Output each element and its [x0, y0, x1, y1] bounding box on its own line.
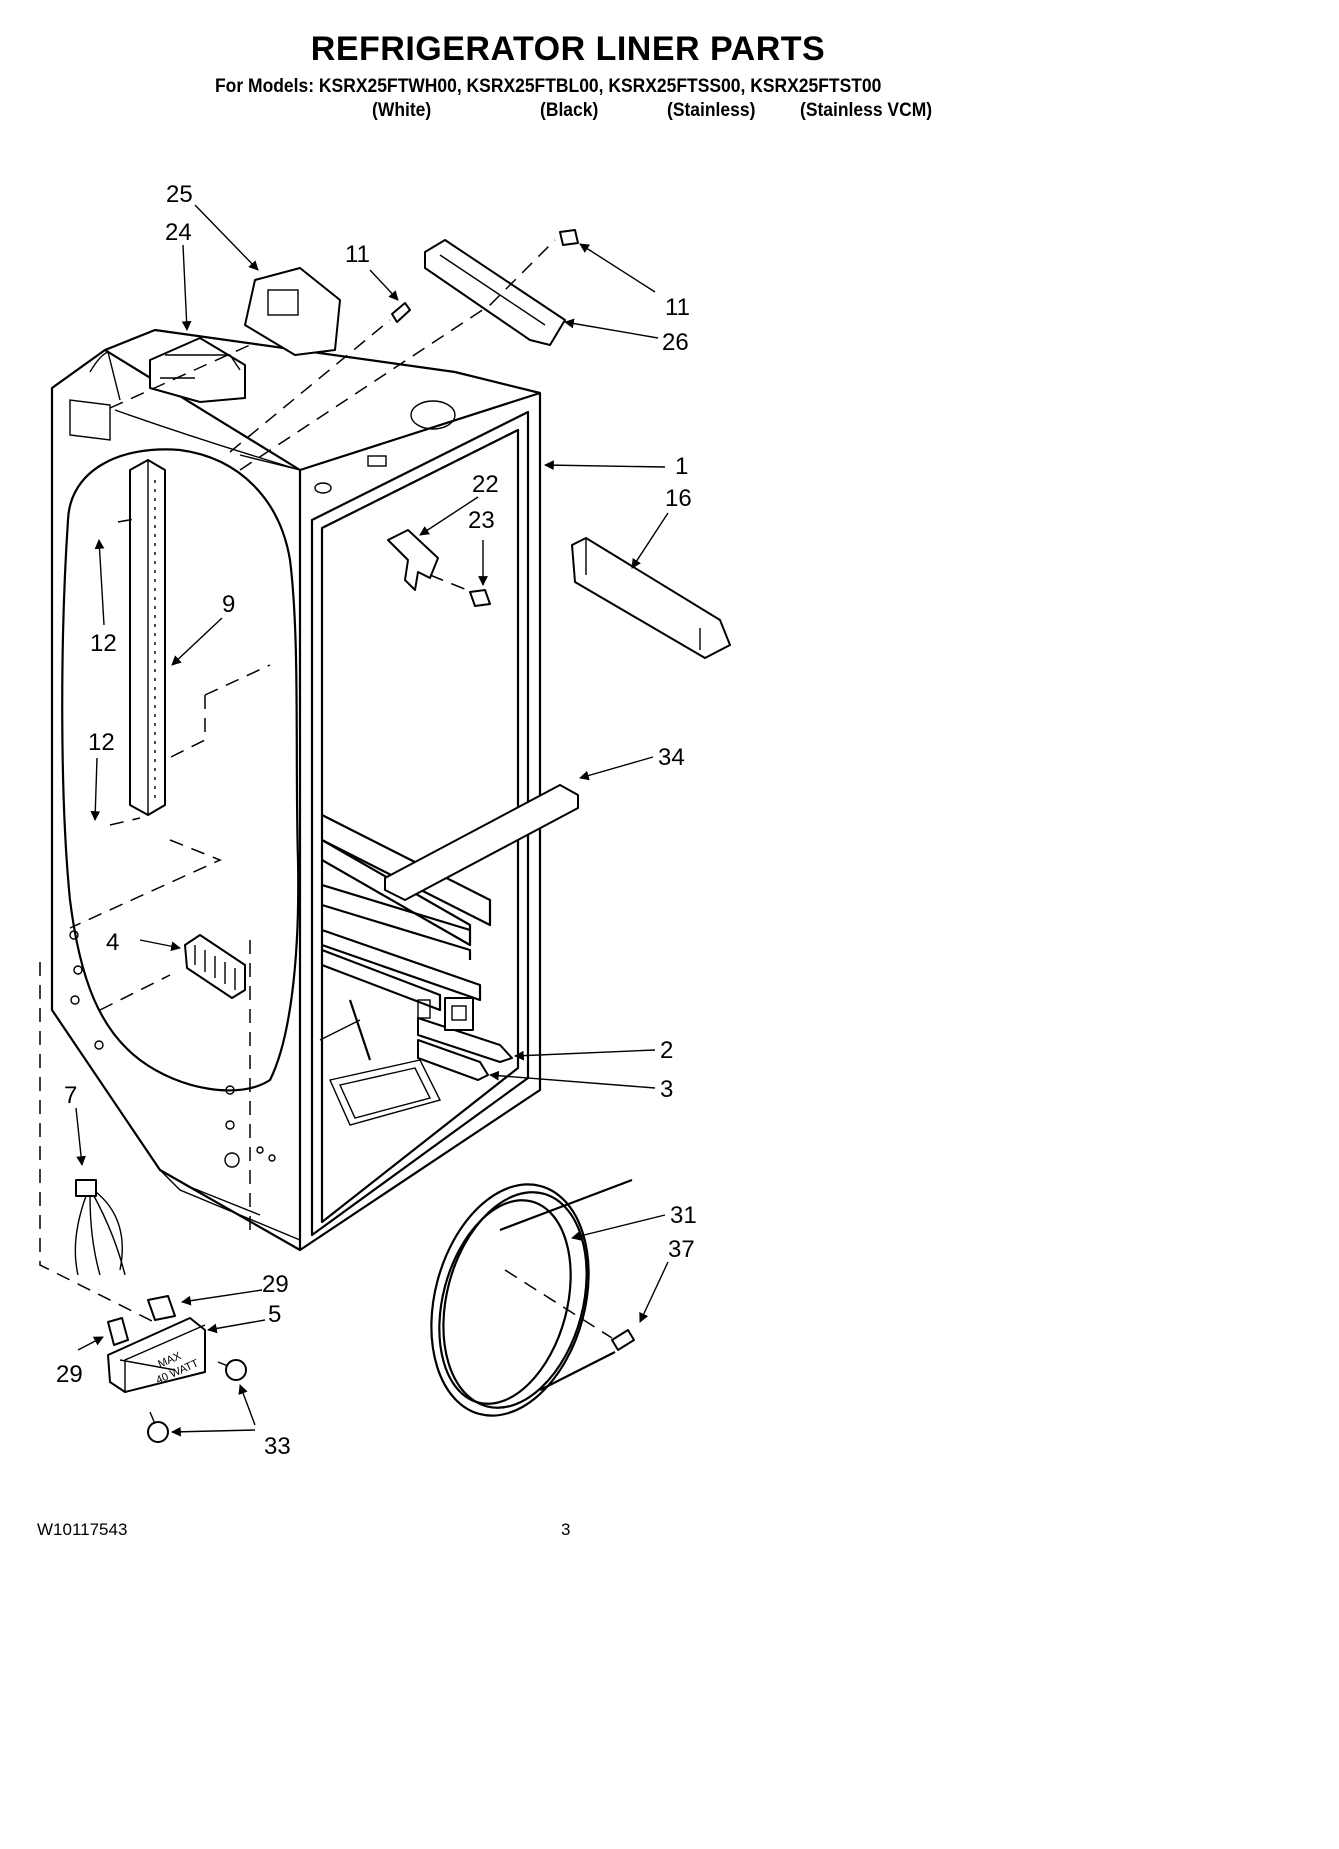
- callout-11-b: 11: [665, 294, 690, 321]
- screw-11-a: [391, 302, 411, 323]
- color-stainless: (Stainless): [667, 100, 756, 121]
- leader-arrows: [75, 204, 669, 1437]
- color-white: (White): [372, 100, 432, 121]
- exploded-parts-diagram: MAX 40 WATT 25 24 11 11 26 1 22 23 16 12…: [39, 181, 731, 1460]
- part-33-bulb-b: [147, 1411, 169, 1443]
- part-3-plate: [417, 1039, 489, 1081]
- callout-34: 34: [658, 744, 685, 771]
- callout-24: 24: [165, 219, 192, 246]
- part-5-light-housing: [107, 1317, 206, 1393]
- callout-31: 31: [670, 1202, 697, 1229]
- callout-37: 37: [668, 1236, 695, 1263]
- page-number: 3: [561, 1520, 571, 1539]
- part-25-bracket: [244, 267, 341, 356]
- callout-16: 16: [665, 485, 692, 512]
- callout-1: 1: [675, 453, 688, 480]
- page-title: REFRIGERATOR LINER PARTS: [310, 30, 826, 68]
- callout-labels: 25 24 11 11 26 1 22 23 16 12 9 12 34 4 2…: [56, 181, 697, 1460]
- callout-11-a: 11: [345, 241, 370, 268]
- part-24-housing: [149, 337, 246, 403]
- callout-23: 23: [468, 507, 495, 534]
- doc-number: W10117543: [37, 1520, 128, 1539]
- screw-37: [611, 1329, 635, 1351]
- callout-9: 9: [222, 591, 235, 618]
- models-line: For Models: KSRX25FTWH00, KSRX25FTBL00, …: [215, 76, 882, 97]
- callout-7: 7: [64, 1082, 77, 1109]
- part-31-tubing-coil: [430, 1178, 633, 1417]
- part-9-rail: [129, 459, 166, 816]
- part-2-plate: [417, 999, 513, 1063]
- callout-12-b: 12: [88, 729, 115, 756]
- part-16-trough: [571, 537, 731, 659]
- callout-12-a: 12: [90, 630, 117, 657]
- color-black: (Black): [540, 100, 599, 121]
- callout-25: 25: [166, 181, 193, 208]
- liner-cabinet: [50, 328, 542, 1252]
- color-stainless-vcm: (Stainless VCM): [800, 100, 933, 121]
- part-29-socket-a: [147, 1295, 176, 1321]
- part-29-socket-b: [107, 1317, 129, 1346]
- callout-26: 26: [662, 329, 689, 356]
- callout-29-a: 29: [262, 1271, 289, 1298]
- screw-11-b: [559, 229, 579, 246]
- callout-2: 2: [660, 1037, 673, 1064]
- callout-5: 5: [268, 1301, 281, 1328]
- callout-22: 22: [472, 471, 499, 498]
- part-7-harness: [74, 1179, 126, 1276]
- dashed-reference-lines: [39, 239, 613, 1339]
- part-34-rail: [384, 784, 579, 901]
- part-22-bracket: [387, 529, 439, 591]
- callout-33: 33: [264, 1433, 291, 1460]
- part-26-channel: [424, 239, 566, 346]
- callout-4: 4: [106, 929, 119, 956]
- callout-3: 3: [660, 1076, 673, 1103]
- screw-23: [469, 589, 491, 607]
- part-4-grille: [184, 934, 246, 999]
- part-33-bulb-a: [217, 1359, 247, 1381]
- callout-29-b: 29: [56, 1361, 83, 1388]
- drain-fitting: [444, 997, 474, 1031]
